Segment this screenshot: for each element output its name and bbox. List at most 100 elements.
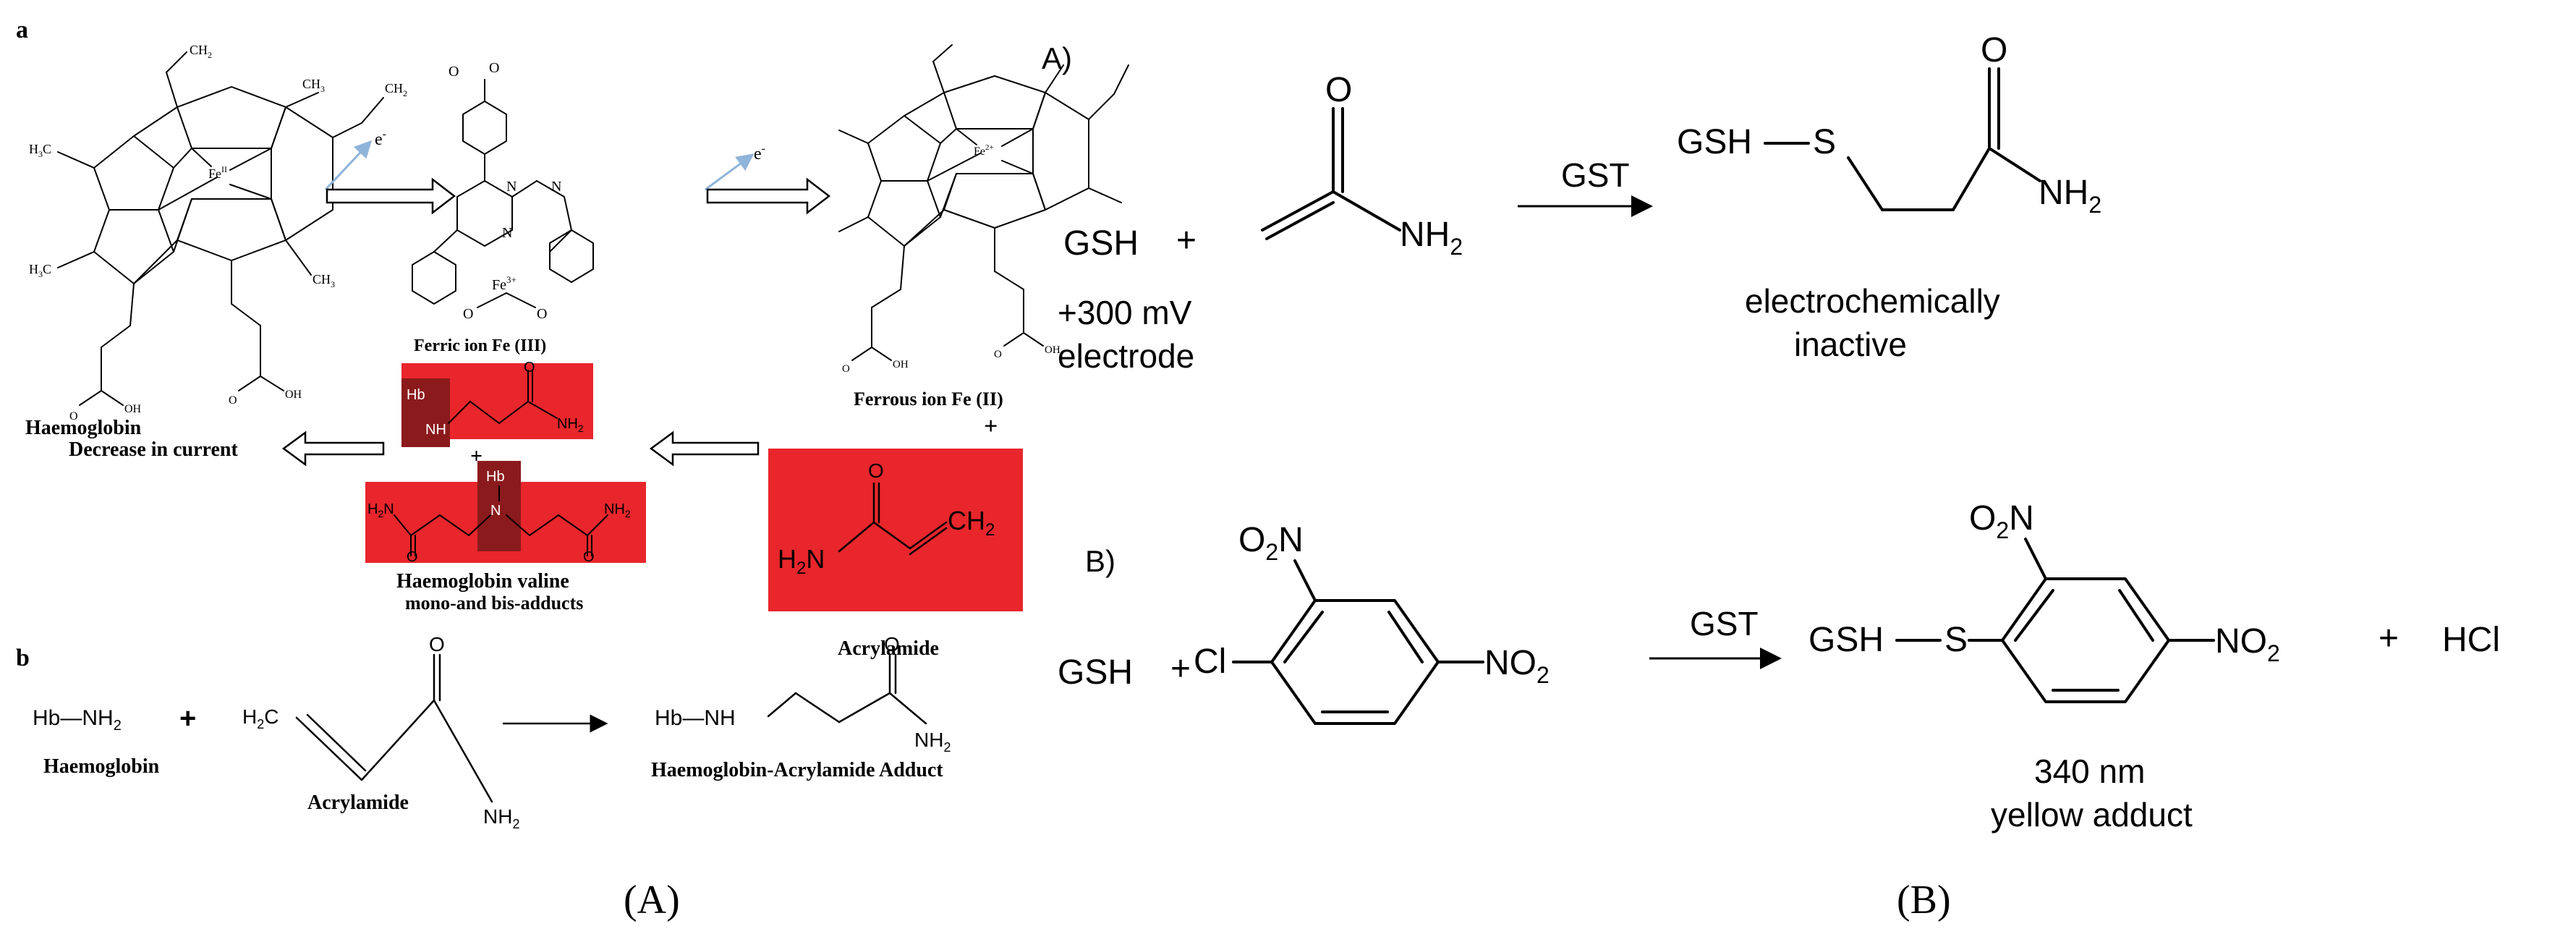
hb-ch3-label-bottom: CH: [313, 272, 331, 287]
svg-text:e-: e-: [754, 143, 765, 164]
svg-text:NH2: NH2: [604, 501, 631, 519]
hb-h3c-left-h: H: [29, 142, 38, 156]
b-nh2: NH: [483, 805, 512, 828]
svg-text:CH2: CH2: [190, 43, 212, 60]
acrylamide-ch2-sub: 2: [985, 520, 995, 540]
open-arrow-2: [706, 177, 831, 215]
hb-o-right: O: [229, 394, 237, 407]
electron-sup-1: -: [383, 128, 386, 140]
hb-ch3-sub-top: 3: [320, 84, 325, 94]
rxb-no2-sub: 2: [1536, 662, 1550, 688]
svg-text:H2C: H2C: [242, 705, 279, 731]
ferric-complex-structure: O O N N N Fe3+ O O: [412, 60, 594, 322]
ferric-o-minus-right: O: [537, 306, 547, 322]
bis-adduct: Hb N H2N O O NH2: [365, 461, 646, 565]
acrylamide-label: Acrylamide: [838, 637, 939, 660]
svg-text:CH2: CH2: [948, 506, 995, 540]
rxa-inactive-2: inactive: [1794, 326, 1907, 363]
svg-text:NH2: NH2: [914, 729, 951, 755]
b-hb-nh2: Hb—NH: [33, 706, 114, 730]
b-nh2-sub: 2: [512, 817, 519, 831]
rxb-yellow: yellow adduct: [1991, 796, 2193, 833]
ferric-label: Ferric ion Fe (III): [414, 336, 546, 355]
rxa-nh2-sub: 2: [1450, 234, 1463, 260]
electron-label-2: e: [754, 145, 762, 164]
ferric-fe-label: Fe: [492, 277, 506, 293]
b-hb-nh2-sub: 2: [114, 718, 122, 734]
rxb-wavelength: 340 nm: [2034, 752, 2145, 790]
adducts-label-2: mono-and bis-adducts: [405, 593, 583, 614]
svg-text:O: O: [449, 64, 459, 80]
haemoglobin-label: Haemoglobin: [25, 417, 142, 439]
svg-text:CH2: CH2: [385, 81, 407, 98]
ferrous-oh-left: OH: [893, 359, 909, 370]
svg-text:O2N: O2N: [1969, 499, 2034, 543]
hb-oh-right: OH: [285, 389, 302, 401]
rxb-product-no2: NO: [2215, 622, 2267, 661]
rxa-o: O: [1325, 71, 1352, 109]
svg-text:Fe3+: Fe3+: [492, 274, 517, 293]
b-h2c-h: H: [242, 705, 257, 728]
svg-text:NH2: NH2: [2039, 174, 2101, 218]
svg-text:H2N: H2N: [778, 544, 825, 578]
electron-transfer-1: e-: [324, 128, 456, 215]
rxa-voltage: +300 mV: [1058, 294, 1192, 331]
panel-b-label-a: A): [1042, 41, 1072, 75]
panel-b: A) GSH + O NH2 +300 mV electrode GST GSH…: [1042, 31, 2500, 922]
hb-ch2-sub: 2: [208, 50, 212, 60]
ferric-n-1: N: [506, 179, 517, 195]
ferric-o-minus-left: O: [463, 306, 473, 322]
caption-a: (A): [624, 878, 680, 922]
svg-text:NO2: NO2: [2215, 622, 2280, 666]
svg-text:NH2: NH2: [483, 805, 519, 831]
hb-ch2-label: CH: [190, 43, 208, 57]
b-product-o: O: [884, 633, 900, 655]
rxb-plus: +: [1170, 650, 1191, 688]
rxb-product-o2n-o: O: [1969, 499, 1996, 538]
panel-a-tag-a: a: [16, 17, 28, 43]
rxb-hcl: HCl: [2442, 621, 2500, 659]
b-h2c-sub: 2: [257, 717, 264, 731]
rxb-cl: Cl: [1194, 642, 1226, 681]
hb-ch3-sub-bottom: 3: [331, 279, 335, 289]
rxa-gst: GST: [1561, 156, 1630, 194]
svg-text:H3C: H3C: [29, 142, 51, 159]
rxb-no2: NO: [1484, 644, 1536, 682]
rxb-gsh-s: GSH: [1808, 621, 1884, 659]
panel-a: a: [16, 17, 1129, 922]
hb-h3c-bottom-h: H: [29, 262, 38, 276]
ferrous-label: Ferrous ion Fe (II): [854, 389, 1003, 410]
rxa-plus: +: [1176, 221, 1196, 260]
acrylamide-ch2: CH: [948, 506, 985, 535]
rxb-product-no2-sub: 2: [2267, 640, 2280, 666]
decrease-label: Decrease in current: [69, 438, 238, 461]
rxa-product-nh2: NH: [2039, 174, 2088, 212]
svg-text:Fe2+: Fe2+: [974, 143, 994, 158]
reaction-a: GSH + O NH2 +300 mV electrode GST GSH S: [1058, 31, 2101, 375]
rxa-inactive-1: electrochemically: [1745, 282, 2000, 320]
open-arrow-1: [326, 177, 456, 215]
open-arrow-3: [649, 430, 760, 467]
svg-text:FeII: FeII: [208, 164, 227, 181]
acrylamide-h2n-sub: 2: [796, 559, 806, 578]
mono-o: O: [524, 360, 535, 375]
hb-h3c-bottom-sub: 3: [38, 269, 43, 279]
b-product-nh2-sub: 2: [943, 740, 951, 755]
ferric-n-3: N: [502, 225, 512, 241]
electron-transfer-2: e-: [705, 143, 831, 215]
rxa-electrode: electrode: [1058, 337, 1194, 375]
hb-oh-left: OH: [124, 403, 142, 415]
b-o: O: [429, 633, 445, 655]
electron-label-1: e: [375, 130, 383, 149]
reaction-b: Hb—NH2 + Haemoglobin H2C O NH2 Acrylamid…: [33, 633, 951, 831]
svg-text:H2N: H2N: [367, 501, 394, 519]
ferrous-oh-right: OH: [1045, 344, 1060, 356]
rxb-product-o2n-n: N: [2009, 499, 2034, 538]
acrylamide-o: O: [868, 459, 884, 482]
svg-text:CH3: CH3: [313, 272, 335, 289]
acrylamide-box: O H2N CH2: [768, 449, 1023, 611]
acrylamide-h2n-n: N: [806, 544, 825, 574]
bis-h2n-left-n: N: [383, 501, 394, 517]
svg-text:Hb—NH2: Hb—NH2: [33, 706, 122, 734]
